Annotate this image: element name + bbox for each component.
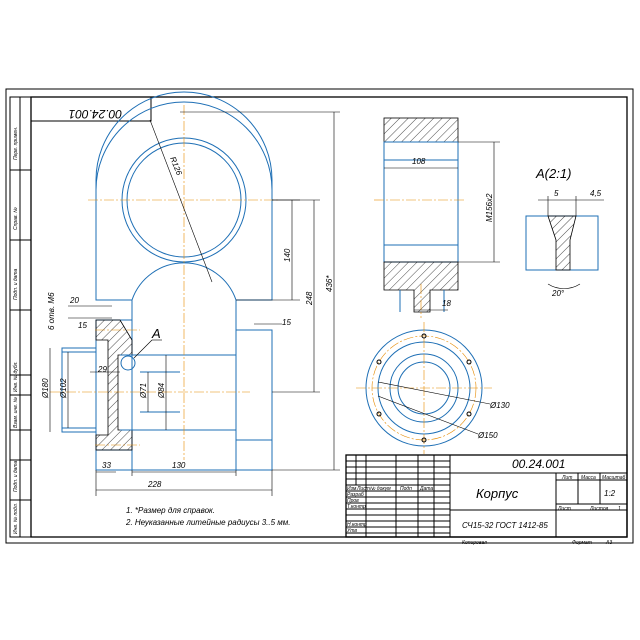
dim-5: 5 — [554, 189, 559, 198]
sheet-frame — [30, 96, 628, 538]
detail-a-view: А(2:1) 5 4,5 20° — [525, 166, 604, 298]
mass-header: Масса — [581, 475, 596, 481]
part-name: Корпус — [476, 486, 519, 501]
dim-d150: Ø150 — [477, 431, 498, 440]
note-2: 2. Неуказанные литейные радиусы 3..5 мм. — [125, 518, 290, 527]
notes: 1. *Размер для справок. 2. Неуказанные л… — [125, 506, 290, 527]
dim-228: 228 — [147, 480, 162, 489]
title-block: Изм Лист № докум Подп Дата Разраб Пров Т… — [345, 454, 628, 546]
scale-header: Масштаб — [602, 475, 626, 481]
format-label: Формат — [572, 540, 592, 546]
dim-15a: 15 — [78, 321, 87, 330]
dim-248: 248 — [305, 291, 314, 306]
material: СЧ15-32 ГОСТ 1412-85 — [462, 521, 548, 530]
lit-header: Лит — [561, 475, 572, 481]
row-label-docnum: № докум — [370, 486, 391, 492]
role-approved: Утв — [347, 528, 357, 534]
dim-130b: 130 — [172, 461, 186, 470]
dim-29: 29 — [97, 365, 107, 374]
side-strip: Перв. примен. Справ. № Подп. и дата Инв.… — [9, 96, 32, 538]
doc-number-rotated: 00.24.001 — [69, 107, 122, 121]
role-developer: Разраб — [347, 492, 364, 498]
dim-m156: М156х2 — [485, 193, 494, 222]
dim-140: 140 — [283, 248, 292, 262]
dim-d84: Ø84 — [157, 382, 166, 399]
scale-value: 1:2 — [604, 489, 616, 498]
dim-108: 108 — [412, 157, 426, 166]
side-label-4: Инв. № дубл. — [13, 361, 19, 392]
sheet-outer-border — [5, 88, 634, 544]
doc-number: 00.24.001 — [512, 457, 565, 471]
circular-view: Ø130 Ø150 — [356, 322, 510, 454]
row-label-date: Дата — [419, 486, 433, 492]
side-label-5: Взам. инв. № — [13, 396, 19, 428]
side-label-7: Инв. № подл. — [13, 503, 19, 534]
dim-d102: Ø102 — [59, 378, 68, 399]
format-value: А3 — [605, 540, 612, 546]
role-tech-control: Т.контр — [347, 504, 366, 510]
dim-d130: Ø130 — [489, 401, 510, 410]
dim-d180: Ø180 — [41, 378, 50, 399]
note-1: 1. *Размер для справок. — [126, 506, 215, 515]
dim-33: 33 — [102, 461, 111, 470]
rotated-doc-number-box: 00.24.001 — [30, 96, 152, 122]
view-label-a: А — [151, 326, 161, 341]
role-norm-control: Н.контр — [347, 522, 367, 528]
dim-15b: 15 — [282, 318, 291, 327]
front-view — [50, 91, 280, 471]
dim-18: 18 — [442, 299, 451, 308]
side-label-6: Подп. и дата — [13, 460, 19, 492]
dim-4-5: 4,5 — [590, 189, 602, 198]
copied-label: Копировал — [462, 540, 487, 546]
role-checker: Пров — [347, 498, 359, 504]
side-label-2: Справ. № — [13, 207, 19, 230]
front-view-dimensions: R126 140 248 436* 228 130 33 20 15 6 отв… — [41, 111, 340, 496]
row-label-sign: Подп — [400, 486, 412, 492]
side-label-3: Подп. и дата — [13, 268, 19, 300]
dim-d71: Ø71 — [139, 383, 148, 399]
dim-20deg: 20° — [551, 289, 565, 298]
row-label-izm: Изм — [347, 486, 357, 492]
detail-label: А(2:1) — [535, 166, 571, 181]
dim-436: 436* — [325, 275, 334, 292]
sheet-label: Лист — [557, 506, 571, 512]
side-section-view: 108 М156х2 18 — [374, 117, 500, 318]
dim-20: 20 — [69, 296, 79, 305]
sheets-label: Листов — [589, 506, 609, 512]
side-label-1: Перв. примен. — [13, 127, 19, 160]
sheets-value: 1 — [618, 506, 621, 512]
row-label-list: Лист — [356, 486, 370, 492]
dim-holes: 6 отв. М6 — [47, 292, 56, 330]
